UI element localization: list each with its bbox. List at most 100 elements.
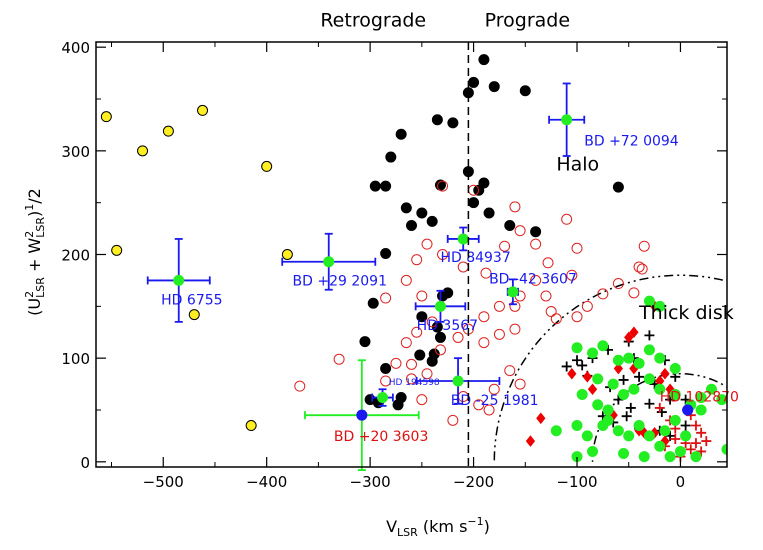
data-point bbox=[639, 241, 649, 251]
data-point bbox=[691, 452, 701, 462]
data-point bbox=[531, 239, 541, 249]
data-point bbox=[598, 341, 608, 351]
star-point bbox=[683, 405, 693, 415]
data-point bbox=[593, 374, 603, 384]
star-point bbox=[174, 275, 184, 285]
data-point bbox=[634, 358, 644, 368]
data-point bbox=[572, 421, 582, 431]
data-point bbox=[515, 226, 525, 236]
data-point bbox=[691, 438, 701, 448]
data-point bbox=[593, 400, 603, 410]
data-point bbox=[370, 181, 380, 191]
star-point bbox=[562, 115, 572, 125]
data-point bbox=[613, 279, 623, 289]
data-point bbox=[537, 413, 545, 423]
labeled-stars: HD 6755 BD +29 2091 HD 84937 BD +72 0094 BD … bbox=[148, 83, 739, 470]
region-label: Thick disk bbox=[638, 302, 734, 324]
data-point bbox=[644, 374, 654, 384]
data-point bbox=[670, 415, 680, 425]
star-label: HD 84937 bbox=[440, 250, 510, 266]
star-label: BD +20 3603 bbox=[334, 429, 428, 445]
star-bd-72-0094: BD +72 0094 bbox=[549, 83, 679, 156]
data-point bbox=[629, 288, 639, 298]
data-point bbox=[543, 258, 553, 268]
data-point bbox=[670, 364, 680, 374]
data-point bbox=[262, 161, 272, 171]
data-point bbox=[489, 82, 499, 92]
data-point bbox=[619, 449, 629, 459]
star-bd-42-3607: BD -42 3607 bbox=[489, 272, 577, 305]
star-label: HD 6755 bbox=[161, 292, 222, 308]
data-point bbox=[246, 421, 256, 431]
data-point bbox=[572, 312, 582, 322]
y-axis-title: (U2LSR + W2LSR)1/2 bbox=[23, 188, 47, 316]
data-point bbox=[510, 202, 520, 212]
data-point bbox=[484, 208, 494, 218]
data-point bbox=[655, 353, 665, 363]
data-point bbox=[520, 86, 530, 96]
data-point bbox=[661, 369, 669, 379]
star-label: BD +29 2091 bbox=[293, 274, 387, 290]
data-point bbox=[494, 329, 504, 339]
data-point bbox=[655, 441, 665, 451]
data-point bbox=[691, 421, 701, 431]
star-point bbox=[453, 376, 463, 386]
region-label: Halo bbox=[556, 154, 599, 176]
star-hd-84937: HD 84937 bbox=[440, 228, 510, 266]
data-point bbox=[696, 405, 706, 415]
data-point bbox=[479, 178, 489, 188]
star-point bbox=[378, 393, 388, 403]
data-point bbox=[583, 372, 591, 382]
data-point bbox=[417, 291, 427, 301]
data-point bbox=[644, 345, 654, 355]
data-point bbox=[295, 381, 305, 391]
data-point bbox=[505, 220, 515, 230]
data-point bbox=[386, 152, 396, 162]
star-point bbox=[324, 257, 334, 267]
data-point bbox=[644, 330, 654, 340]
data-point bbox=[510, 324, 520, 334]
x-tick-label: 0 bbox=[676, 473, 686, 491]
data-point bbox=[515, 379, 525, 389]
data-point bbox=[644, 431, 654, 441]
data-point bbox=[634, 421, 644, 431]
x-axis-title: VLSR (km s−1) bbox=[386, 515, 490, 539]
data-point bbox=[541, 291, 551, 301]
x-tick-label: −200 bbox=[453, 473, 494, 491]
y-tick-label: 300 bbox=[61, 143, 90, 161]
data-point bbox=[505, 366, 515, 376]
data-point bbox=[381, 293, 391, 303]
data-point bbox=[572, 343, 582, 353]
data-point bbox=[634, 372, 644, 382]
star-label: BD +72 0094 bbox=[584, 134, 679, 150]
data-point bbox=[198, 105, 208, 115]
star-point bbox=[458, 234, 468, 244]
region-label: Retrograde bbox=[320, 9, 426, 31]
data-point bbox=[634, 262, 644, 272]
star-hd-6755: HD 6755 bbox=[148, 239, 223, 322]
data-point bbox=[365, 395, 375, 405]
y-tick-label: 400 bbox=[61, 39, 90, 57]
data-point bbox=[613, 182, 623, 192]
data-point bbox=[629, 384, 639, 394]
data-point bbox=[526, 436, 534, 446]
data-point bbox=[479, 55, 489, 65]
data-point bbox=[438, 291, 448, 301]
data-point bbox=[681, 421, 691, 431]
data-point bbox=[101, 112, 111, 122]
x-tick-label: −400 bbox=[246, 473, 287, 491]
data-point bbox=[381, 364, 391, 374]
data-point bbox=[415, 350, 425, 360]
x-tick-label: −300 bbox=[350, 473, 391, 491]
data-point bbox=[189, 310, 199, 320]
data-point bbox=[422, 239, 432, 249]
data-point bbox=[282, 250, 292, 260]
data-point bbox=[577, 389, 587, 399]
data-point bbox=[619, 375, 629, 385]
y-tick-label: 100 bbox=[61, 350, 90, 368]
star-bd-20-3603: BD +20 3603 bbox=[305, 360, 428, 470]
y-tick-label: 0 bbox=[80, 454, 90, 472]
